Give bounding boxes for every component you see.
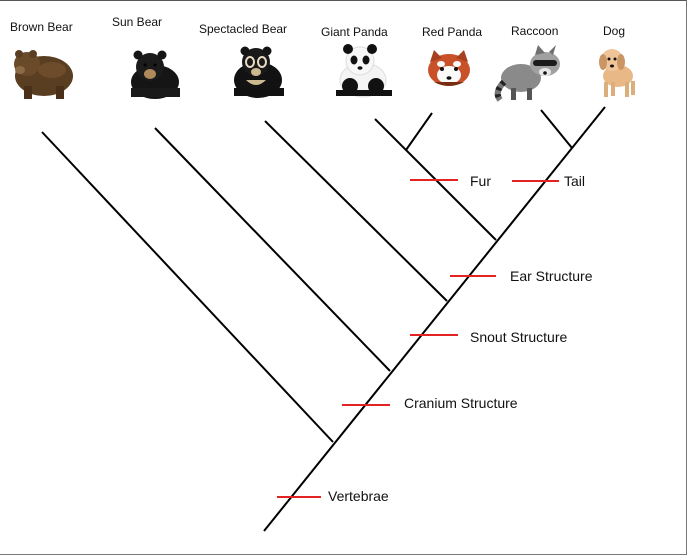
main-trunk (263, 106, 606, 532)
trait-label-tail: Tail (564, 173, 585, 189)
trait-label-vertebrae: Vertebrae (328, 488, 389, 504)
branch-brown-bear (41, 131, 334, 443)
trait-marks (277, 179, 559, 498)
taxon-label-raccoon: Raccoon (511, 24, 558, 38)
taxon-label-spectacled-bear: Spectacled Bear (199, 22, 287, 36)
sun-bear-image (131, 50, 180, 99)
trait-label-cranium: Cranium Structure (404, 395, 518, 411)
spectacled-bear-image (234, 46, 284, 98)
giant-panda-image (336, 44, 392, 98)
dog-image (599, 49, 635, 97)
trait-label-ear: Ear Structure (510, 268, 593, 284)
branch-raccoon (540, 109, 573, 149)
taxon-label-brown-bear: Brown Bear (10, 20, 73, 34)
raccoon-image (494, 45, 560, 102)
branch-sun-bear (154, 127, 391, 372)
taxon-label-giant-panda: Giant Panda (321, 25, 388, 39)
branch-red-panda (405, 112, 433, 151)
taxon-label-dog: Dog (603, 24, 625, 38)
branch-spectacled-bear (264, 120, 448, 302)
taxon-label-sun-bear: Sun Bear (112, 15, 162, 29)
brown-bear-image (14, 50, 73, 99)
trait-label-snout: Snout Structure (470, 329, 567, 345)
taxon-label-red-panda: Red Panda (422, 25, 482, 39)
trait-label-fur: Fur (470, 173, 491, 189)
red-panda-image (428, 50, 470, 86)
branches (41, 106, 606, 532)
